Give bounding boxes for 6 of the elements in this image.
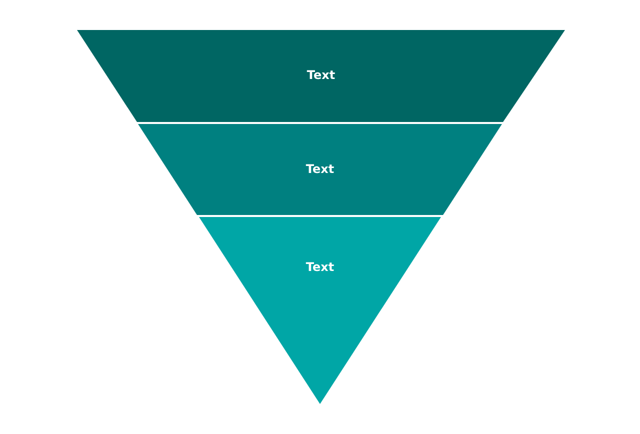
segment-label: Text [306,162,334,176]
segment-label: Text [306,260,334,274]
funnel-segment [138,124,502,215]
funnel-segment [77,30,565,122]
segment-label: Text [306,68,336,82]
funnel-segment [199,217,441,404]
